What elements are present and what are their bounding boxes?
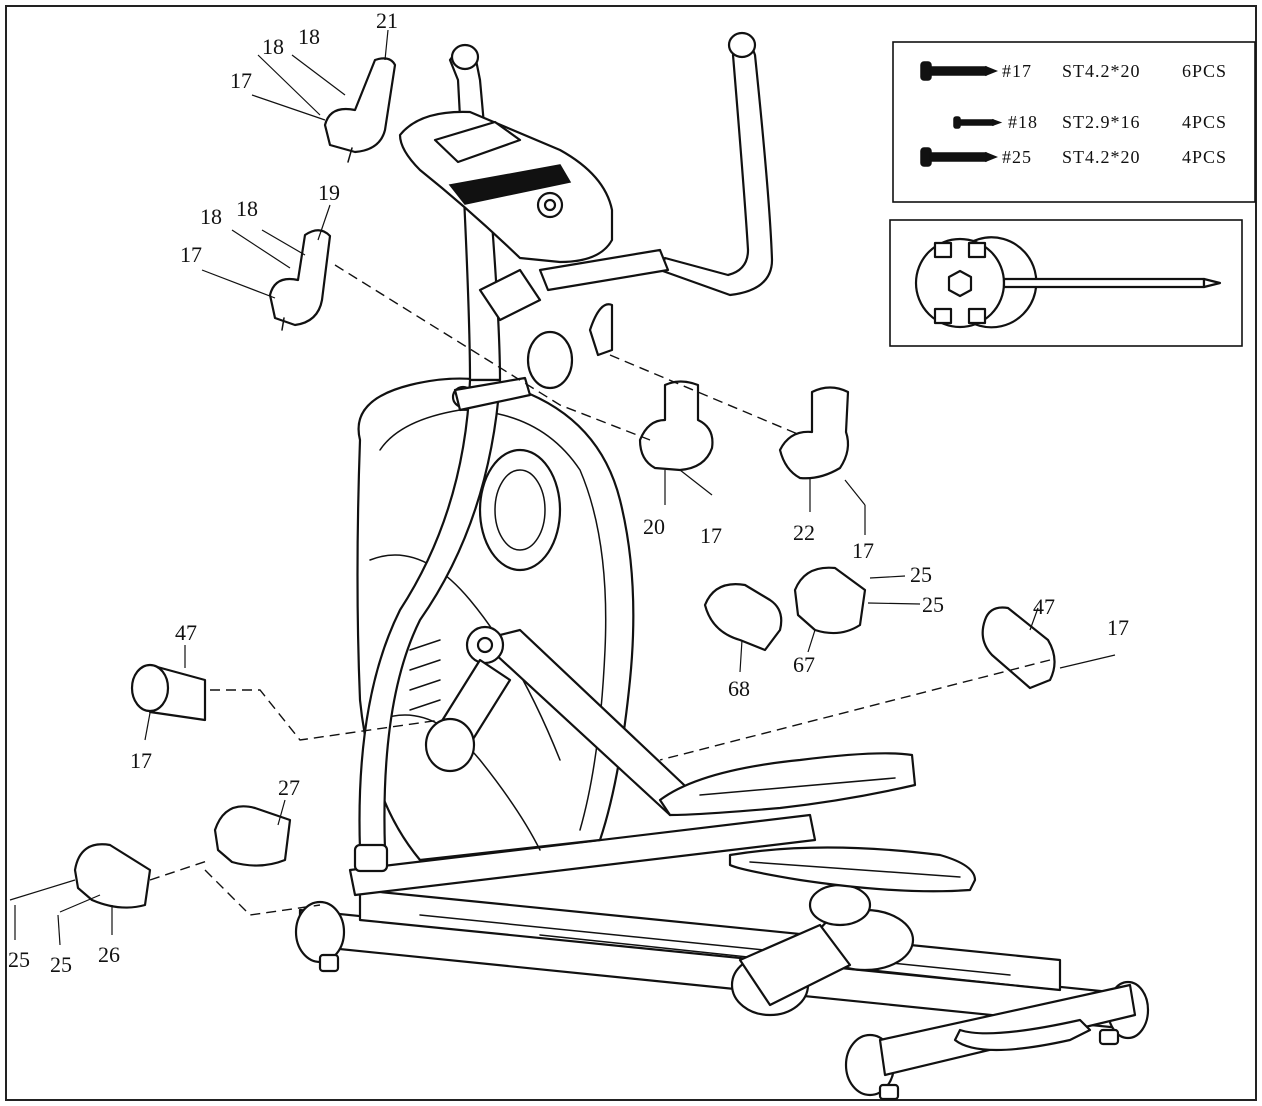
callout-18: 18 [236,196,258,221]
callout-17: 17 [1107,615,1129,640]
upper-mast [478,268,542,322]
callout-21: 21 [376,8,398,33]
legend-item-id: #18 [1008,112,1038,132]
part-27-cover [213,805,292,867]
callout-18: 18 [200,204,222,229]
rail-beam [348,813,817,897]
callout-17: 17 [180,242,202,267]
part-21-cover [323,57,397,163]
callout-68: 68 [728,676,750,701]
screw-icon [920,61,999,81]
screw-icon [920,147,999,167]
part-20-cover [638,380,714,472]
legend-item-id: #17 [1002,61,1032,81]
callout-20: 20 [643,514,665,539]
callout-25: 25 [8,947,30,972]
callout-27: 27 [278,775,300,800]
part-47-right [981,606,1056,690]
callout-25: 25 [910,562,932,587]
callout-25: 25 [922,592,944,617]
callout-67: 67 [793,652,815,677]
legend-item-spec: ST4.2*20 [1062,61,1141,81]
callout-19: 19 [318,180,340,205]
legend-item-spec: ST4.2*20 [1062,147,1141,167]
tool-box [889,219,1243,347]
part-68-cover [703,583,783,652]
mast-cap [526,330,574,390]
part-26-cover [73,843,152,909]
callout-26: 26 [98,942,120,967]
legend-item-spec: ST2.9*16 [1062,112,1141,132]
part-67-cover [793,566,867,635]
callout-47: 47 [175,620,197,645]
wrench-tool-icon [914,236,1222,329]
assembly-lines [9,29,1116,946]
legend-item-id: #25 [1002,147,1032,167]
callout-17: 17 [852,538,874,563]
legend-item-qty: 6PCS [1182,61,1227,81]
callout-47: 47 [1033,594,1055,619]
part-22-cover [778,386,850,480]
legend-item-qty: 4PCS [1182,112,1227,132]
elliptical-machine [294,31,1150,1101]
part-47-left [130,663,207,722]
pedal-arm [424,625,702,817]
screw-icon [953,116,1003,129]
hardware-legend: #17 ST4.2*20 6PCS #18 ST2.9*16 4PCS #25 … [892,41,1256,203]
callout-17: 17 [700,523,722,548]
console [398,110,614,264]
legend-item-qty: 4PCS [1182,147,1227,167]
callout-25: 25 [50,952,72,977]
callout-17: 17 [130,748,152,773]
callout-18: 18 [262,34,284,59]
callout-labels: 21 18 18 17 19 18 18 17 20 17 22 17 25 2… [8,8,1129,977]
callout-17: 17 [230,68,252,93]
pedals [658,752,977,893]
callout-22: 22 [793,520,815,545]
callout-18: 18 [298,24,320,49]
